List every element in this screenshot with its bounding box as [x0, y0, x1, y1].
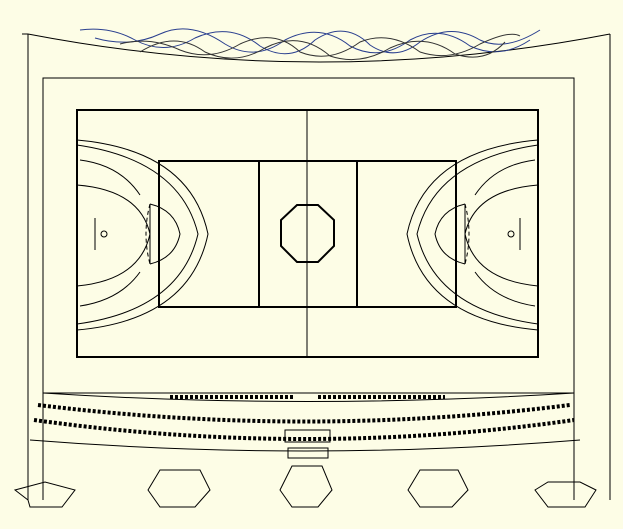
seating-rows: [29, 392, 581, 459]
support-footings: [13, 465, 597, 508]
arena-outline: [22, 33, 611, 500]
three-point-arcs: [76, 139, 539, 331]
center-circle: [280, 204, 335, 263]
roof-wave-outline: [79, 28, 541, 61]
